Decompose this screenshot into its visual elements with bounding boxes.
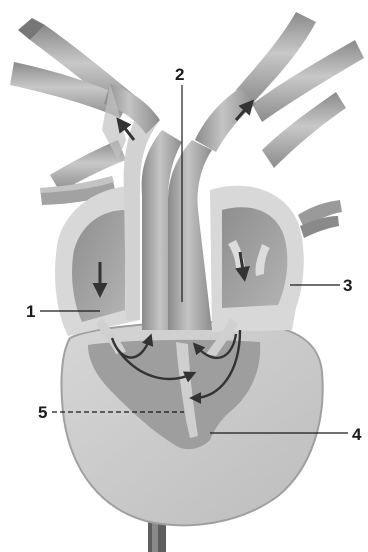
label-3: 3	[343, 276, 352, 295]
left-branch-vessels	[10, 18, 138, 205]
label-5: 5	[38, 403, 47, 422]
label-1: 1	[26, 302, 35, 321]
label-2: 2	[175, 65, 184, 84]
label-4: 4	[352, 425, 362, 444]
